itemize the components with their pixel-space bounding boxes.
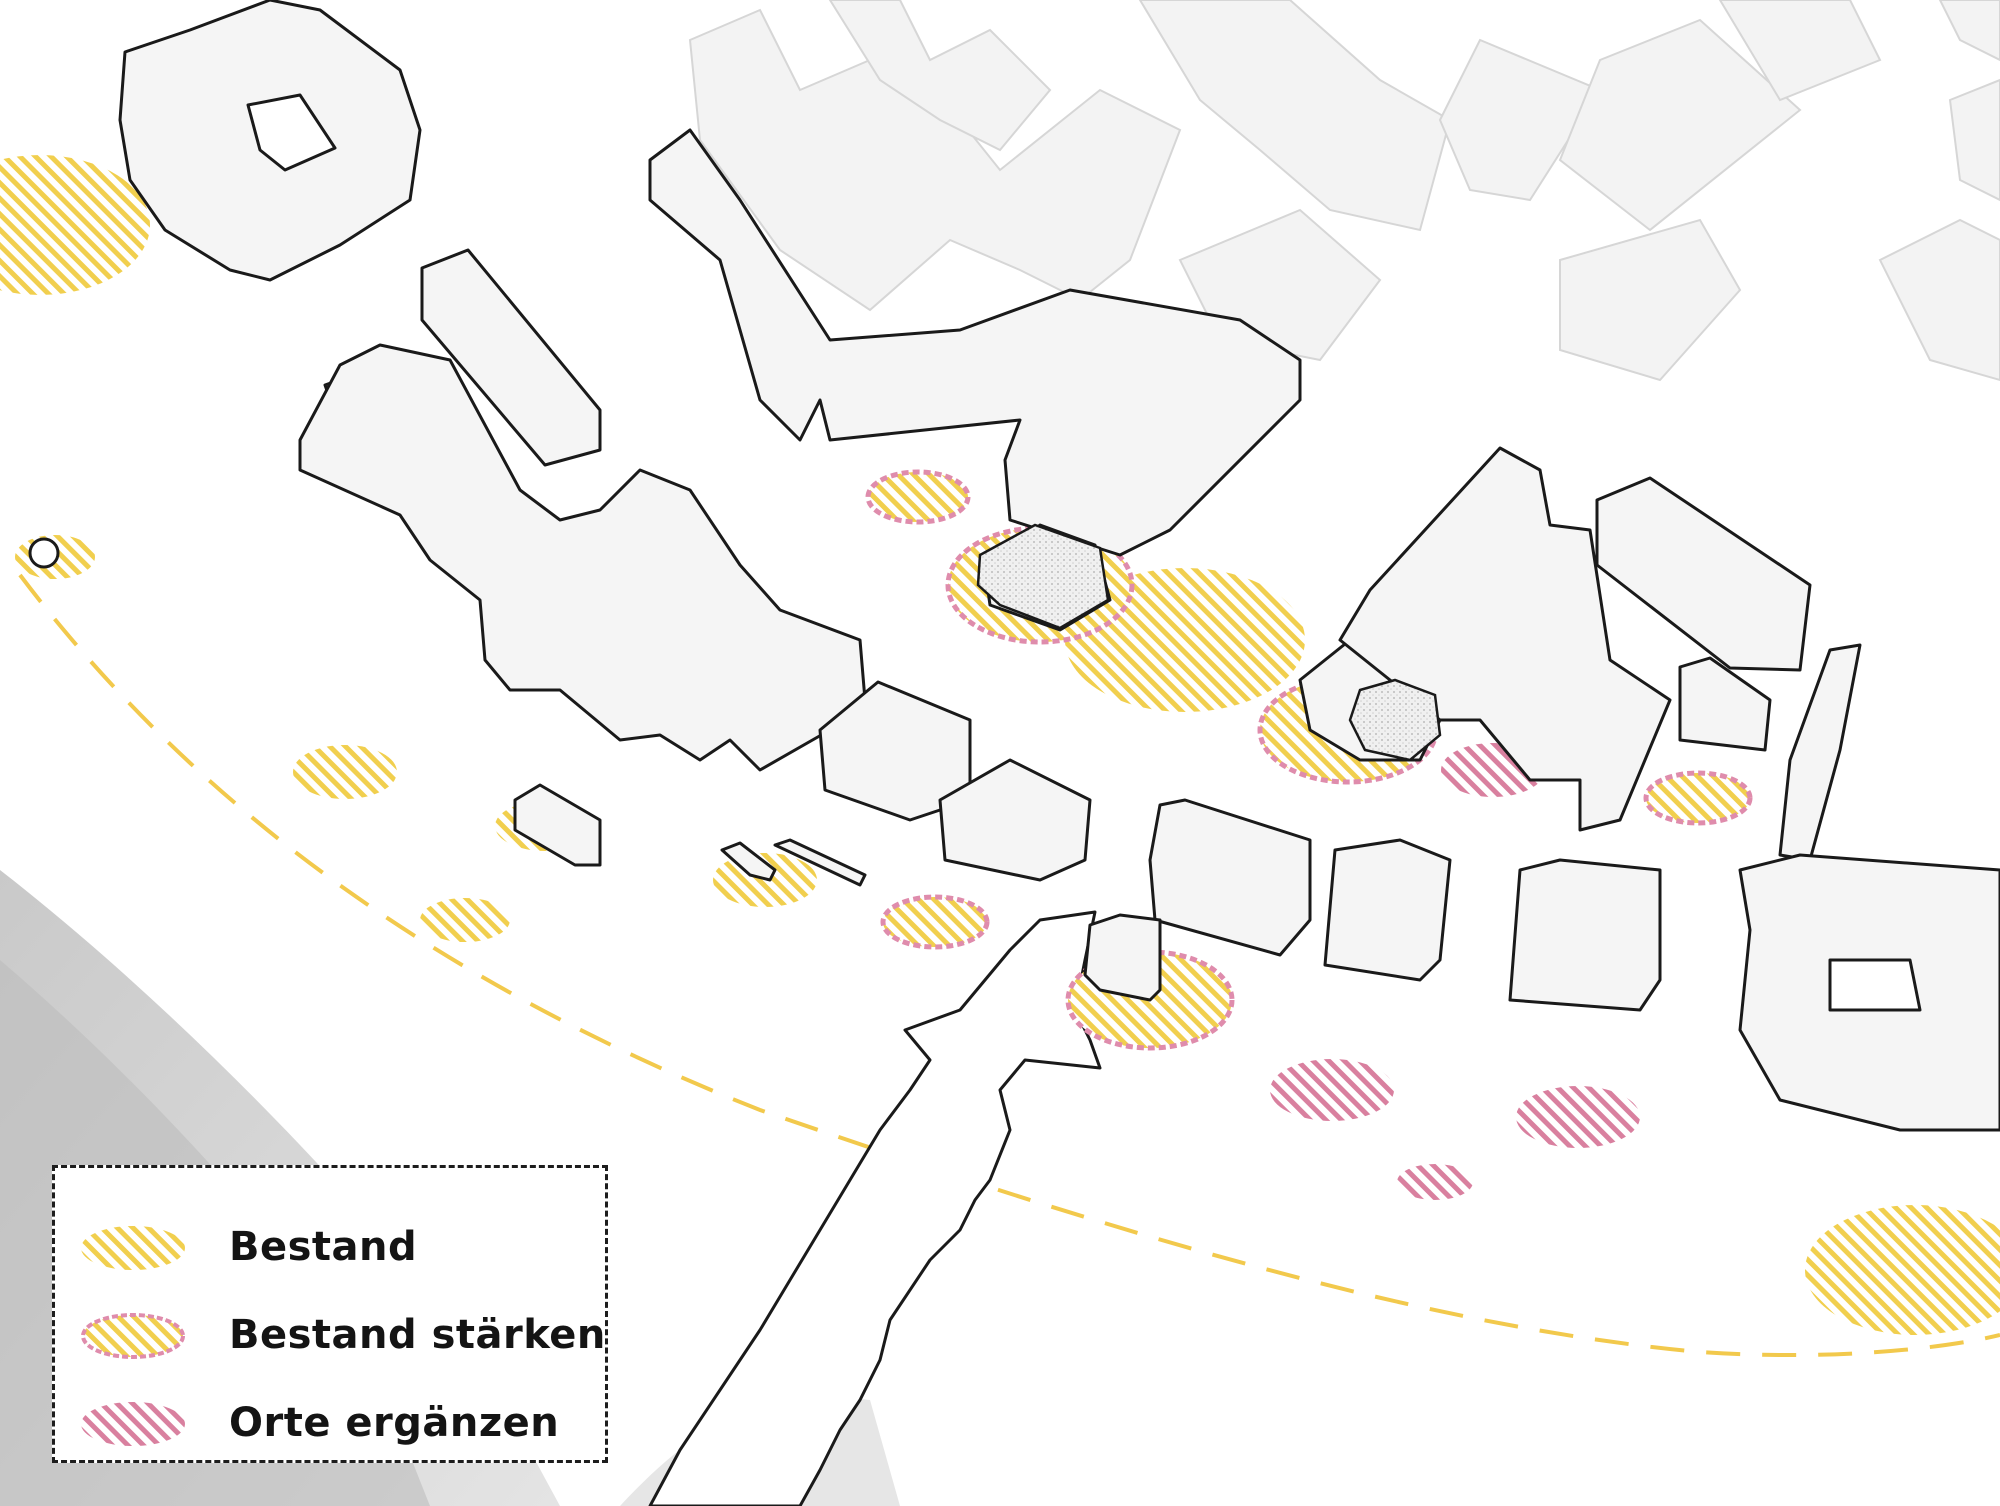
legend-box: Bestand Bestand stärken Orte ergänzen	[52, 1165, 608, 1463]
background-buildings	[688, 0, 2000, 382]
legend-label-bestand: Bestand	[229, 1224, 418, 1270]
legend-swatch-bestand	[81, 1226, 185, 1270]
promenade-path	[18, 573, 2000, 1358]
legend-swatch-bestand-staerken	[81, 1313, 185, 1359]
tree-groves	[976, 523, 1442, 762]
legend-item-orte-ergaenzen: Orte ergänzen	[55, 1386, 605, 1466]
bridge	[648, 910, 1102, 1506]
legend-swatch-orte-ergaenzen	[81, 1402, 185, 1446]
zones-orte-ergaenzen	[1270, 743, 1640, 1200]
legend-label-bestand-staerken: Bestand stärken	[229, 1312, 606, 1358]
legend-item-bestand: Bestand	[55, 1210, 605, 1290]
buildings	[28, 0, 2000, 1132]
legend-item-bestand-staerken: Bestand stärken	[55, 1298, 605, 1378]
legend-label-orte-ergaenzen: Orte ergänzen	[229, 1400, 560, 1446]
